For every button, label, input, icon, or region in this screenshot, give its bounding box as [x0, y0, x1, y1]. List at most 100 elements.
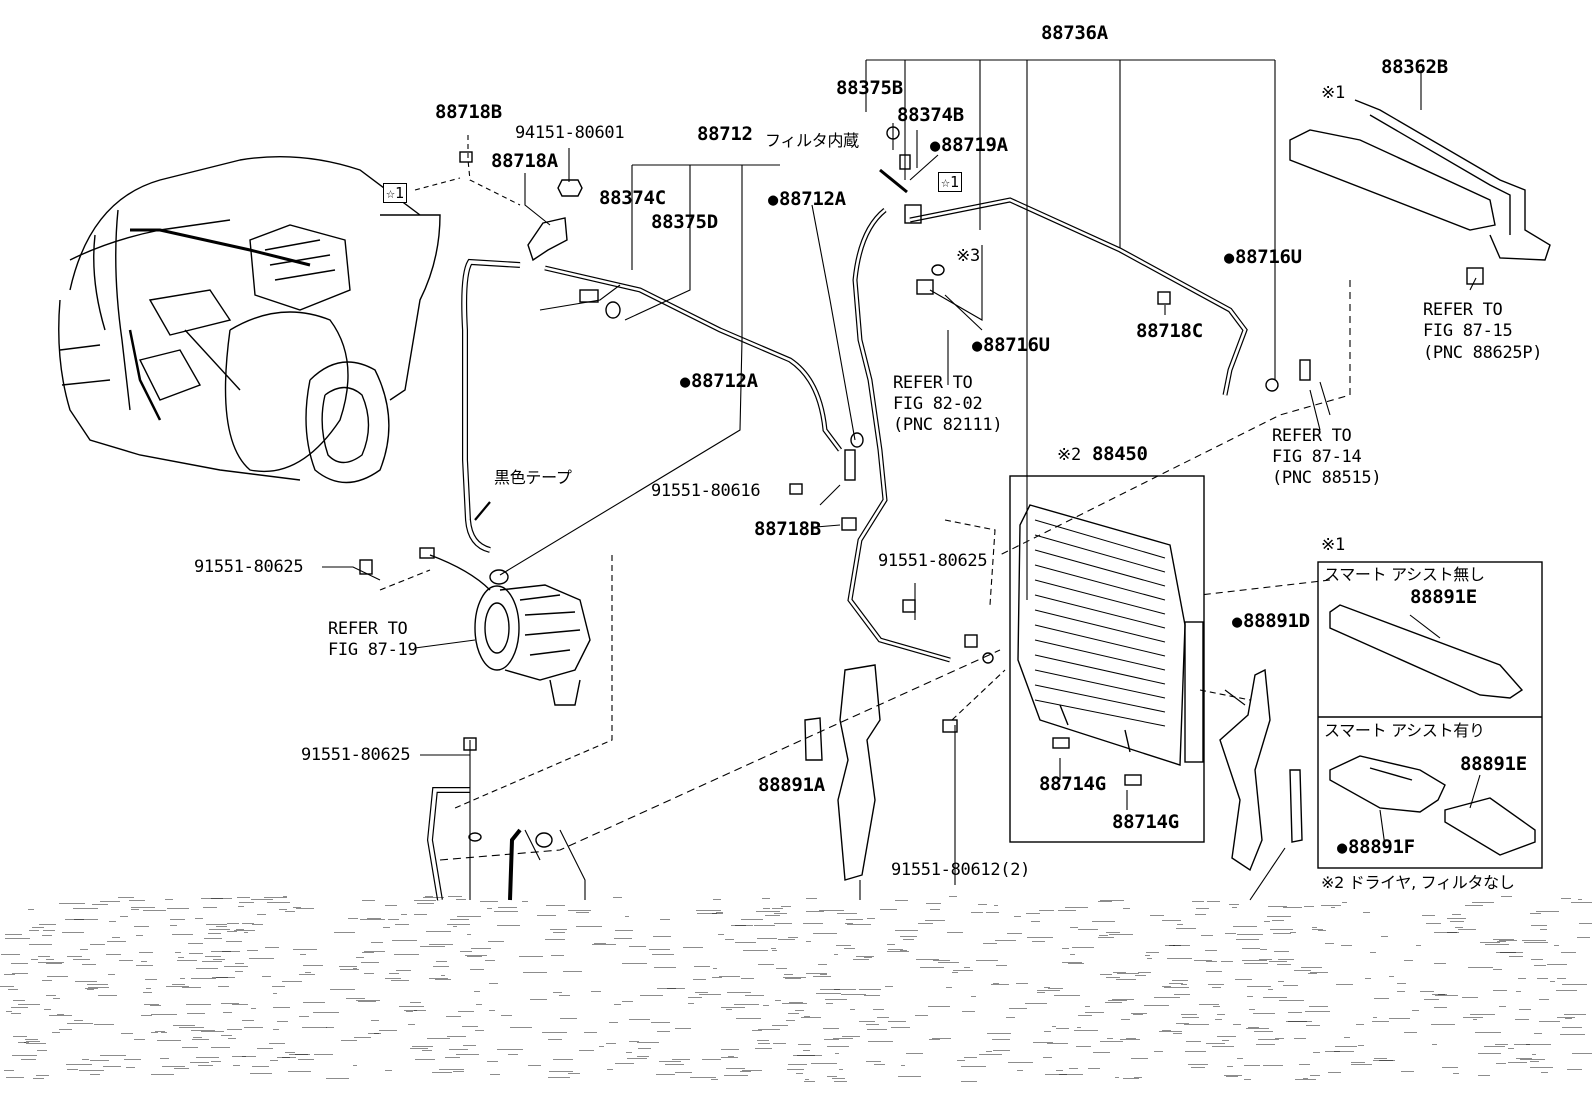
noise-dash	[1031, 941, 1046, 943]
noise-dash	[720, 1006, 746, 1008]
label-ref-87-15-line2: FIG 87-15	[1423, 321, 1513, 341]
noise-dash	[1362, 912, 1371, 914]
noise-dash	[558, 994, 571, 996]
noise-dash	[773, 1043, 787, 1045]
noise-dash	[346, 997, 365, 999]
noise-dash	[227, 923, 239, 925]
noise-dash	[594, 943, 606, 945]
noise-dash	[986, 1050, 993, 1052]
noise-dash	[887, 950, 909, 952]
noise-dash	[656, 988, 677, 990]
noise-dash	[173, 1025, 196, 1027]
noise-dash	[694, 965, 711, 967]
noise-dash	[560, 1017, 578, 1019]
noise-dash	[195, 968, 218, 970]
noise-dash	[371, 1020, 379, 1022]
noise-dash	[1067, 962, 1085, 964]
noise-dash	[961, 1066, 987, 1068]
noise-dash	[932, 959, 951, 961]
noise-dash	[553, 1058, 574, 1060]
noise-dash	[952, 972, 958, 974]
noise-dash	[1579, 923, 1592, 925]
noise-dash	[234, 970, 243, 972]
noise-dash	[166, 907, 189, 909]
noise-dash	[249, 1073, 273, 1075]
noise-dash	[1224, 932, 1237, 934]
noise-dash	[136, 934, 143, 936]
noise-dash	[552, 992, 562, 994]
noise-dash	[886, 944, 895, 946]
noise-dash	[79, 949, 88, 951]
noise-dash	[421, 1049, 433, 1051]
noise-dash	[1215, 1018, 1222, 1020]
noise-dash	[284, 1052, 296, 1054]
noise-dash	[920, 966, 945, 968]
noise-dash	[490, 1074, 501, 1076]
noise-dash	[67, 1022, 94, 1024]
noise-dash	[460, 951, 473, 953]
noise-dash	[11, 1006, 29, 1008]
fittings	[359, 126, 1484, 848]
noise-dash	[197, 1065, 213, 1067]
noise-dash	[1519, 1059, 1546, 1061]
noise-dash	[688, 1003, 695, 1005]
noise-dash	[1054, 995, 1080, 997]
noise-dash	[7, 989, 19, 991]
noise-dash	[801, 1016, 821, 1018]
noise-dash	[805, 972, 828, 974]
noise-dash	[333, 931, 355, 933]
noise-dash	[676, 1060, 681, 1062]
noise-dash	[637, 1056, 650, 1058]
noise-dash	[435, 978, 451, 980]
noise-dash	[773, 922, 792, 924]
noise-dash	[211, 898, 232, 900]
label-88712a-mid: 88712A	[680, 372, 758, 391]
noise-dash	[805, 898, 818, 900]
noise-dash	[302, 1027, 327, 1029]
noise-dash	[713, 899, 722, 901]
noise-dash	[755, 1047, 772, 1049]
noise-dash	[787, 1013, 793, 1015]
noise-dash	[413, 899, 437, 901]
noise-dash	[221, 1003, 239, 1005]
noise-dash	[819, 988, 841, 990]
noise-dash	[422, 897, 444, 899]
noise-dash	[497, 906, 517, 908]
noise-dash	[1293, 969, 1311, 971]
noise-dash	[187, 1012, 205, 1014]
noise-dash	[938, 962, 960, 964]
label-mark1-top: ※1	[1321, 83, 1345, 103]
noise-dash	[1169, 945, 1175, 947]
noise-dash	[1007, 933, 1022, 935]
noise-dash	[993, 1049, 1011, 1051]
noise-dash	[35, 1075, 50, 1077]
noise-dash	[628, 946, 646, 948]
noise-dash	[899, 935, 917, 937]
noise-dash	[356, 999, 381, 1001]
noise-dash	[46, 963, 62, 965]
noise-dash	[1006, 1017, 1015, 1019]
noise-dash	[683, 946, 703, 948]
noise-dash	[1389, 1017, 1411, 1019]
noise-dash	[1234, 978, 1252, 980]
noise-dash	[1244, 1079, 1251, 1081]
noise-dash	[553, 932, 565, 934]
noise-dash	[727, 1056, 734, 1058]
noise-dash	[272, 992, 278, 994]
noise-dash	[1305, 1024, 1321, 1026]
noise-dash	[1276, 964, 1292, 966]
noise-dash	[1168, 983, 1183, 985]
noise-dash	[915, 1014, 929, 1016]
noise-dash	[134, 926, 150, 928]
noise-dash	[1161, 919, 1182, 921]
noise-dash	[13, 1035, 28, 1037]
noise-dash	[1016, 1069, 1023, 1071]
noise-dash	[1216, 1013, 1225, 1015]
noise-dash	[734, 942, 756, 944]
noise-dash	[268, 1043, 286, 1045]
noise-dash	[277, 1020, 288, 1022]
noise-dash	[887, 948, 903, 950]
noise-dash	[992, 983, 999, 985]
label-ref-87-19-line1: REFER TO	[328, 619, 408, 639]
